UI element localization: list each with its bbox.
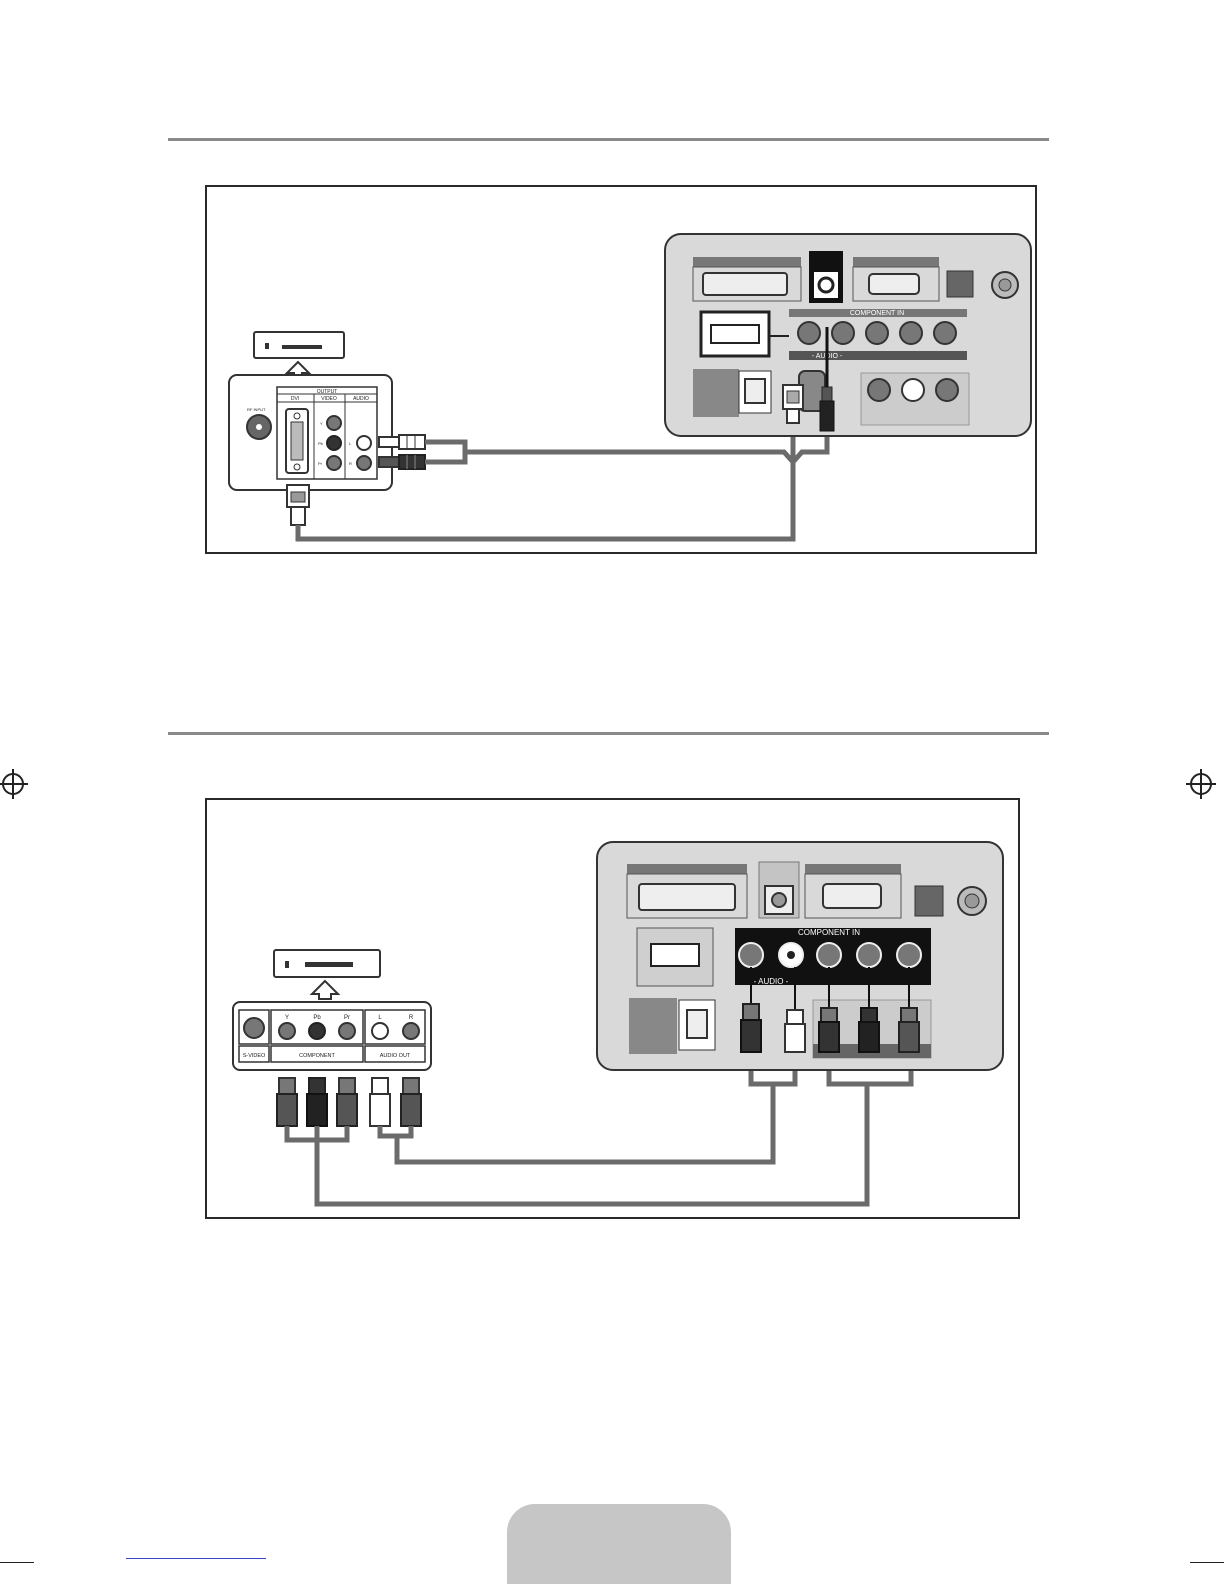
diagram-frame-1: OUTPUT DVI VIDEO AUDIO RF INPUT Y Pb Pr … [205, 185, 1037, 554]
tv-audio-label: - AUDIO - [754, 977, 789, 986]
rca-plug-pb-icon [307, 1078, 327, 1126]
jack-pb-label: Pb [313, 1015, 321, 1021]
section-rule-2 [168, 732, 1049, 735]
rca-plug-l-icon [370, 1078, 390, 1126]
rca-plug-y-icon [277, 1078, 297, 1126]
jack-y-label: Y [320, 421, 323, 426]
diagram-frame-2: Y Pb Pr L R S-VIDEO COMPONENT AUDIO OUT [205, 798, 1020, 1219]
tv-component-in-label: COMPONENT IN [798, 928, 860, 937]
audio-r-label: R [349, 461, 352, 466]
arrow-up-icon [312, 981, 338, 999]
video-column-label: VIDEO [321, 396, 337, 402]
jack-pr-label: Pr [344, 1015, 350, 1021]
jack-pb-label: Pb [318, 441, 324, 446]
page-number-tab [507, 1504, 731, 1584]
dvi-column-label: DVI [291, 396, 299, 402]
jack-y-label: Y [285, 1015, 289, 1021]
dvi-hdmi-plug-icon [783, 385, 803, 423]
device-output-panel [229, 375, 392, 490]
audio-plug-white-icon [379, 435, 425, 449]
output-header-label: OUTPUT [317, 389, 338, 395]
registration-mark-right [1190, 773, 1212, 795]
dvi-plug-icon [287, 485, 309, 525]
diagram-1-canvas: OUTPUT DVI VIDEO AUDIO RF INPUT Y Pb Pr … [207, 187, 1039, 556]
device-output-panel [233, 1002, 431, 1070]
svideo-label: S-VIDEO [243, 1053, 266, 1059]
settop-box-icon [274, 950, 380, 977]
rca-plug-pr-icon [337, 1078, 357, 1126]
crop-mark [1190, 1562, 1224, 1563]
rf-input-label: RF INPUT [247, 407, 266, 412]
audio-column-label: AUDIO [353, 396, 369, 402]
settop-box-icon [254, 332, 344, 358]
cable-lines [287, 1052, 911, 1204]
footer-link-underline [126, 1558, 266, 1559]
registration-mark-left [2, 773, 24, 795]
component-label: COMPONENT [299, 1053, 335, 1059]
tv-component-in-label: COMPONENT IN [850, 310, 904, 317]
rca-plugs-device [277, 1078, 421, 1126]
audio-plug-red-icon [379, 455, 425, 469]
jack-pr-label: Pr [318, 461, 323, 466]
rca-plug-r-icon [401, 1078, 421, 1126]
tv-panel [665, 234, 1031, 436]
audio-out-label: AUDIO OUT [380, 1053, 411, 1059]
crop-mark [0, 1562, 34, 1563]
audio-r-label: R [409, 1015, 414, 1021]
section-rule-1 [168, 138, 1049, 141]
diagram-2-canvas: Y Pb Pr L R S-VIDEO COMPONENT AUDIO OUT [207, 800, 1022, 1221]
